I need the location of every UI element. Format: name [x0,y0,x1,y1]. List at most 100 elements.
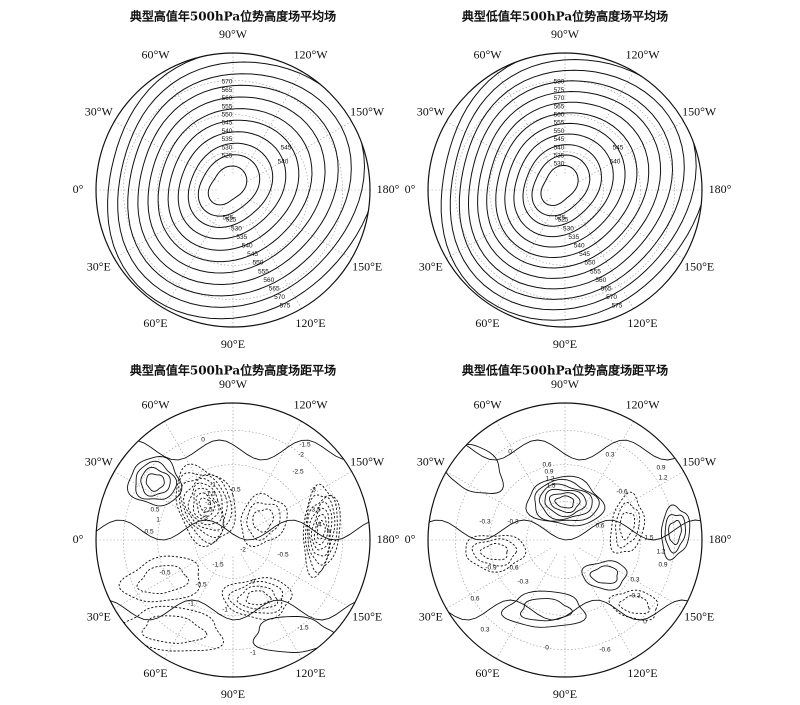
positive-anomaly-contour [145,473,165,492]
contour-label: 525 [558,217,569,224]
contour-label: 0.5 [150,507,159,514]
negative-anomaly-contour [619,512,636,541]
latitude-circle [455,430,675,650]
contour-label: 1.2 [545,476,554,483]
contour-label: -0.6 [507,565,519,572]
height-contour [157,108,313,263]
longitude-label: 0° [73,532,84,546]
longitude-label: 60°E [475,666,499,680]
contour-label: 540 [278,159,289,166]
contour-label: 0.6 [470,596,479,603]
latitude-circle [489,464,641,616]
latitude-circle [157,464,309,616]
contour-label: 545 [222,120,233,127]
longitude-label: 30°W [85,454,114,468]
negative-anomaly-contour [192,487,220,522]
contour-label: -0.9 [485,565,497,572]
negative-anomaly-contour [240,492,288,547]
contour-label: 565 [222,87,233,94]
contour-label: 555 [258,268,269,275]
height-contour [449,58,697,311]
zero-contour [428,439,702,461]
zero-contour [96,519,370,541]
longitude-label: 30°E [419,259,443,273]
contour-label: -0.3 [517,579,529,586]
meridian-line [247,197,352,259]
panel-title: 典型高值年500hPa位势高度场平均场 [130,9,336,24]
longitude-label: 90°E [553,687,577,701]
longitude-label: 120°W [293,48,328,62]
height-contour [187,142,274,229]
contour-label: 535 [568,234,579,241]
longitude-label: 180° [709,182,732,196]
contour-label: 570 [606,294,617,301]
negative-anomaly-contour [118,555,201,603]
contour-label: -1 [188,601,194,608]
height-contour [540,164,579,207]
contour-label: 525 [222,153,233,160]
contour-label: 0.9 [656,465,665,472]
longitude-label: 30°E [87,259,111,273]
contour-label: 535 [554,153,565,160]
negative-anomaly-contour [465,535,527,573]
contour-label: 545 [554,136,565,143]
longitude-label: 150°E [684,259,714,273]
contour-label: 540 [574,243,585,250]
panel-title: 典型低值年500hPa位势高度场平均场 [462,9,668,24]
longitude-label: 90°E [221,687,245,701]
meridian-line [579,471,684,533]
negative-anomaly-contour [313,514,329,546]
contour-label: 1 [156,517,160,524]
longitude-label: 60°W [473,398,502,412]
height-contour [177,131,287,240]
positive-anomaly-contour [544,488,587,518]
negative-anomaly-contour [252,508,275,533]
height-contour [477,90,662,279]
contour-label: -2 [240,547,246,554]
polar-panel-2: 典型低值年500hPa位势高度场平均场580575570565560555550… [405,9,732,351]
longitude-label: 120°E [627,316,657,330]
negative-anomaly-contour [183,477,224,531]
positive-anomaly-contour [443,443,504,494]
contour-label: 0 [545,645,549,652]
longitude-label: 90°W [219,377,248,391]
positive-anomaly-contour [135,460,178,500]
meridian-line [579,197,684,259]
meridian-line [446,547,551,609]
contour-label: 0.3 [605,452,614,459]
contour-label: -0.3 [629,593,641,600]
contour-label: 525 [226,217,237,224]
contour-label: -3 [310,487,316,494]
positive-anomaly-contour [126,456,183,507]
latitude-circle [489,114,641,266]
contour-label: 535 [236,234,247,241]
height-contour [486,101,650,269]
longitude-label: 30°E [419,609,443,623]
negative-anomaly-contour [308,501,333,557]
contour-label: 550 [554,128,565,135]
polar-panel-1: 典型高值年500hPa位势高度场平均场570565560555550545540… [73,9,400,351]
height-contour [513,133,614,238]
contour-label: 1.5 [644,535,653,542]
contour-label: 550 [585,260,596,267]
contour-label: 550 [253,260,264,267]
negative-anomaly-contour [136,565,190,595]
latitude-circle [123,430,343,650]
contour-label: 570 [274,294,285,301]
longitude-label: 150°E [352,259,382,273]
contour-label: 0.6 [595,523,604,530]
contour-label: -3.5 [309,507,321,514]
positive-anomaly-contour [252,616,338,653]
positive-anomaly-contour [668,519,682,546]
positive-anomaly-contour [581,560,628,591]
positive-anomaly-contour [525,475,606,527]
height-contour [504,122,626,248]
contour-label: 570 [222,79,233,86]
positive-anomaly-contour [554,495,575,509]
contour-label: -1.5 [297,625,309,632]
longitude-label: 90°E [221,337,245,351]
contour-label: -2.5 [201,507,213,514]
contour-label: 565 [601,286,612,293]
contour-label: 1.2 [656,549,665,556]
height-contour [467,80,674,290]
